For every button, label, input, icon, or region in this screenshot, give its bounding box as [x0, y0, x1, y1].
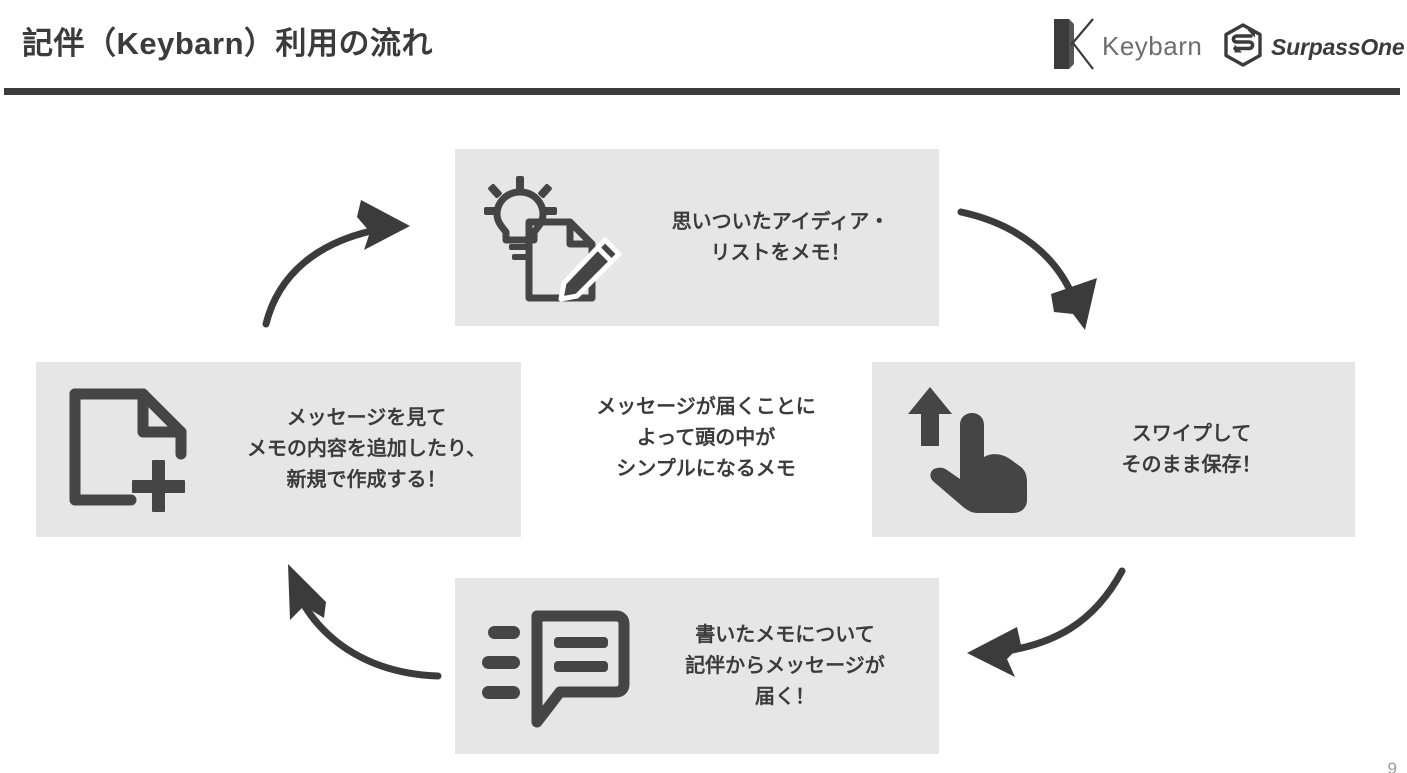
document-add-icon	[46, 382, 226, 517]
flow-step-left-text: メッセージを見て メモの内容を追加したり、 新規で作成する！	[246, 407, 487, 491]
surpassone-logo: SurpassOne	[1222, 18, 1405, 76]
flow-step-right: スワイプして そのまま保存！	[872, 362, 1355, 537]
swipe-up-hand-icon	[884, 380, 1054, 520]
message-bubble-icon	[465, 604, 645, 729]
center-caption: メッセージが届くことに よって頭の中が シンプルになるメモ	[596, 396, 816, 480]
flow-step-bottom: 書いたメモについて 記伴からメッセージが 届く！	[455, 578, 939, 754]
surpassone-logo-icon	[1222, 22, 1264, 72]
k-logo-icon	[1052, 16, 1096, 77]
page-title: 記伴（Keybarn）利用の流れ	[22, 26, 434, 61]
flow-step-top: 思いついたアイディア・ リストをメモ！	[455, 149, 939, 326]
flow-step-bottom-text: 書いたメモについて 記伴からメッセージが 届く！	[685, 623, 885, 708]
idea-note-icon	[461, 170, 636, 305]
keybarn-wordmark: Keybarn	[1102, 30, 1203, 61]
flow-step-left: メッセージを見て メモの内容を追加したり、 新規で作成する！	[36, 362, 521, 537]
flow-step-right-text: スワイプして そのまま保存！	[1121, 422, 1262, 476]
surpassone-wordmark: SurpassOne	[1271, 33, 1405, 60]
flow-step-top-text: 思いついたアイディア・ リストをメモ！	[671, 210, 890, 264]
header-divider	[4, 88, 1400, 95]
arrow-bottom-to-left	[270, 558, 445, 703]
page-number: 9	[1387, 759, 1397, 773]
arrow-top-to-right	[955, 190, 1130, 335]
arrow-left-to-top	[258, 190, 443, 330]
keybarn-logo: Keybarn	[1052, 16, 1212, 76]
arrow-right-to-bottom	[945, 565, 1130, 700]
